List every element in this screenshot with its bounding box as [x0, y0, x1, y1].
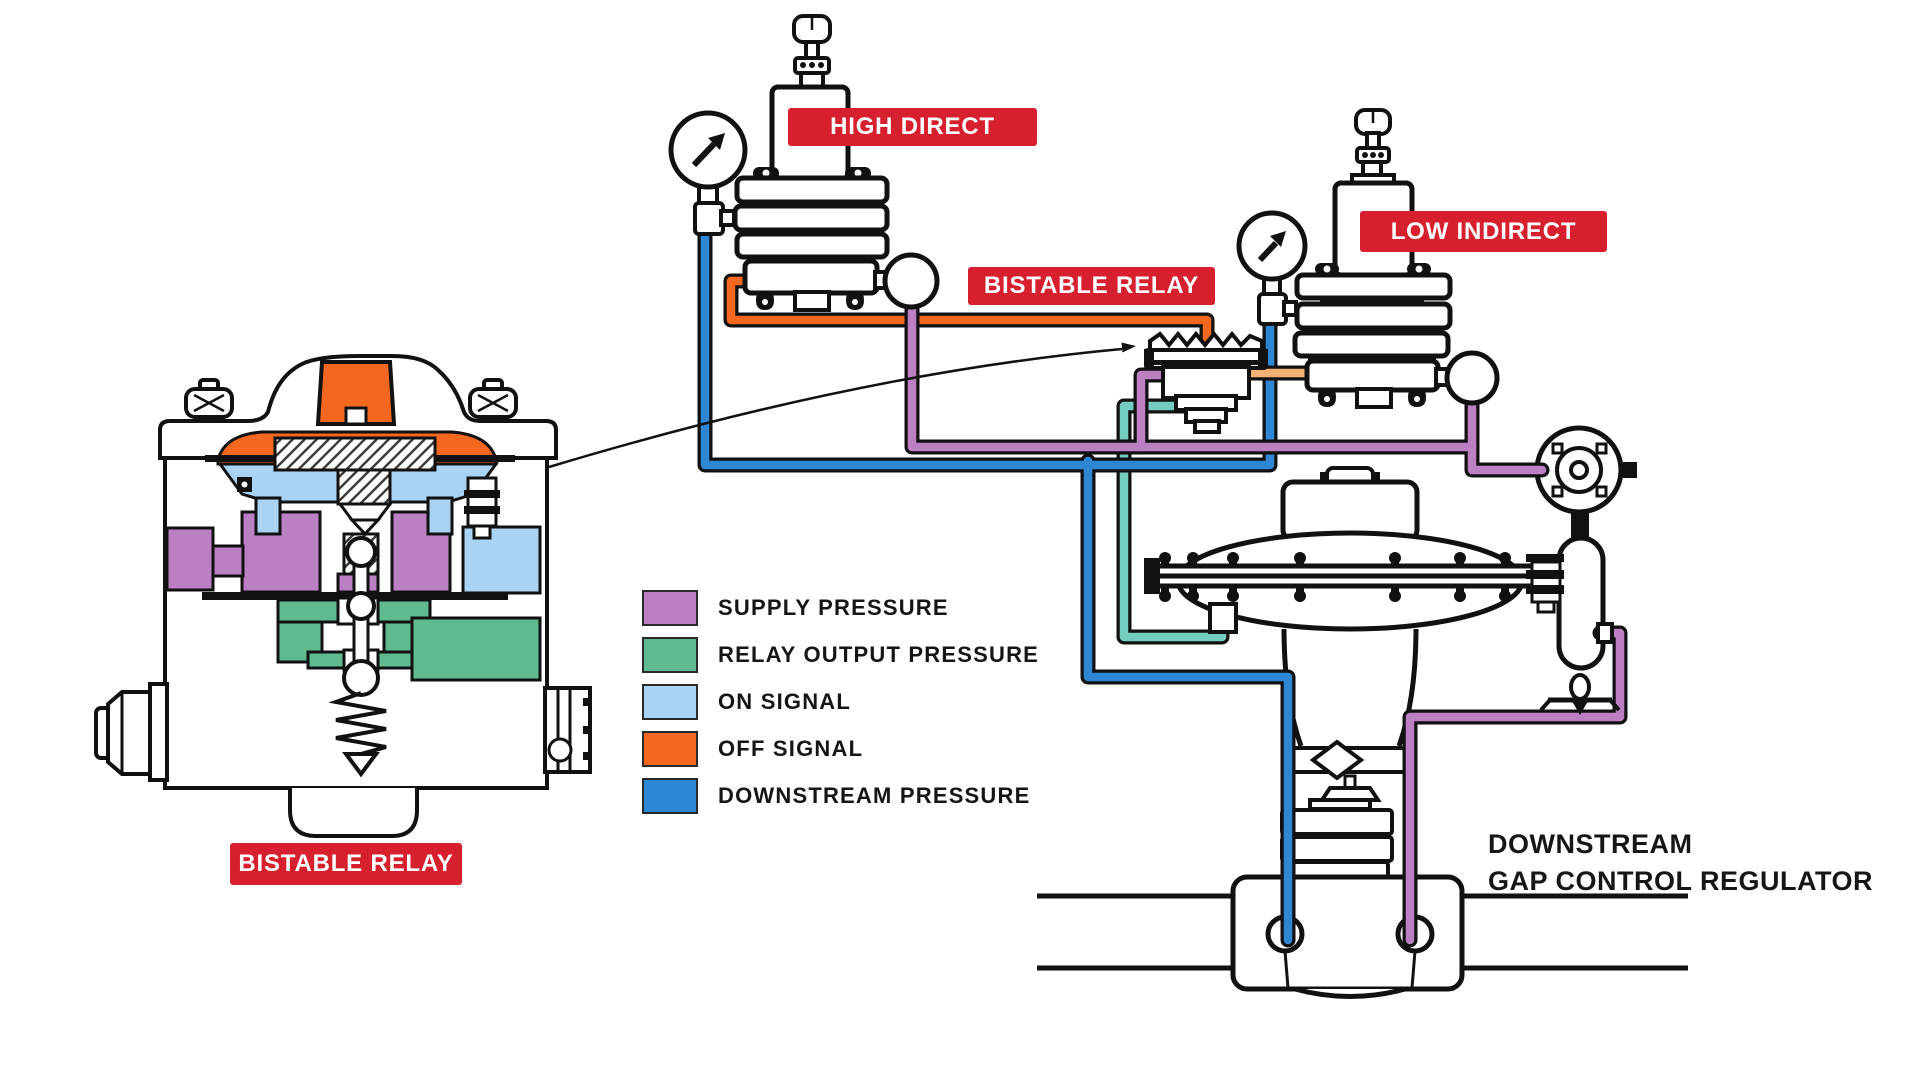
vent-symbol	[1539, 673, 1621, 715]
cap-screw-right	[468, 378, 518, 419]
legend-row-on-signal: ON SIGNAL	[642, 684, 1039, 720]
legend-row-supply: SUPPLY PRESSURE	[642, 590, 1039, 626]
legend-swatch-downstream	[642, 778, 698, 814]
label-bistable-relay-cutaway-text: BISTABLE RELAY	[238, 850, 454, 877]
pilot-flange-and-vessel	[1526, 425, 1637, 671]
callout-leader-arrow	[548, 342, 1136, 469]
downstream-line1: DOWNSTREAM	[1488, 829, 1693, 859]
relay-spring	[328, 691, 387, 756]
legend-label-on-signal: ON SIGNAL	[718, 689, 852, 714]
label-downstream-gap-control: DOWNSTREAM GAP CONTROL REGULATOR	[1488, 826, 1873, 900]
equalizing-vessel	[1556, 535, 1606, 671]
label-bistable-relay-cutaway: BISTABLE RELAY	[230, 843, 462, 885]
label-bistable-relay-callout: BISTABLE RELAY	[968, 267, 1215, 305]
label-bistable-relay-callout-text: BISTABLE RELAY	[983, 272, 1200, 299]
cutaway-bistable-relay	[94, 354, 592, 838]
gap-control-regulator	[1037, 466, 1688, 999]
legend-swatch-off-signal	[642, 731, 698, 767]
label-low-indirect-text: LOW INDIRECT	[1390, 217, 1577, 245]
legend-label-off-signal: OFF SIGNAL	[718, 736, 864, 761]
pressure-gauge-low	[1236, 210, 1308, 326]
pressure-gauge-high	[668, 110, 748, 236]
flange-bolts	[1159, 552, 1511, 602]
ball-fitting-high	[882, 252, 940, 310]
legend-swatch-relay-output	[642, 637, 698, 673]
bistable-relay-device	[1144, 330, 1268, 434]
label-high-direct: HIGH DIRECT	[788, 108, 1037, 146]
legend-label-downstream: DOWNSTREAM PRESSURE	[718, 783, 1031, 808]
legend-label-relay-output: RELAY OUTPUT PRESSURE	[718, 642, 1040, 667]
check-valve	[464, 476, 500, 540]
vessel-port	[1596, 622, 1614, 644]
legend-swatch-supply	[642, 590, 698, 626]
label-high-direct-text: HIGH DIRECT	[830, 113, 995, 140]
actuator-port	[1208, 602, 1238, 634]
legend-row-off-signal: OFF SIGNAL	[642, 731, 1039, 767]
legend-swatch-on-signal	[642, 684, 698, 720]
cap-screw-left	[184, 378, 234, 419]
main-pipeline	[1037, 893, 1688, 971]
off-signal-plug	[315, 360, 397, 426]
legend-row-downstream: DOWNSTREAM PRESSURE	[642, 778, 1039, 814]
high-direct-regulator	[668, 14, 940, 312]
pipe-off-signal	[723, 273, 1215, 350]
low-indirect-regulator	[1236, 108, 1500, 409]
legend: SUPPLY PRESSURE RELAY OUTPUT PRESSURE ON…	[642, 590, 1039, 825]
ball-fitting-low	[1444, 350, 1500, 406]
legend-row-relay-output: RELAY OUTPUT PRESSURE	[642, 637, 1039, 673]
valve-trim	[1309, 739, 1365, 781]
pipe-downstream	[697, 224, 1296, 948]
label-low-indirect: LOW INDIRECT	[1360, 211, 1607, 252]
legend-label-supply: SUPPLY PRESSURE	[718, 595, 949, 620]
downstream-line2: GAP CONTROL REGULATOR	[1488, 866, 1874, 896]
